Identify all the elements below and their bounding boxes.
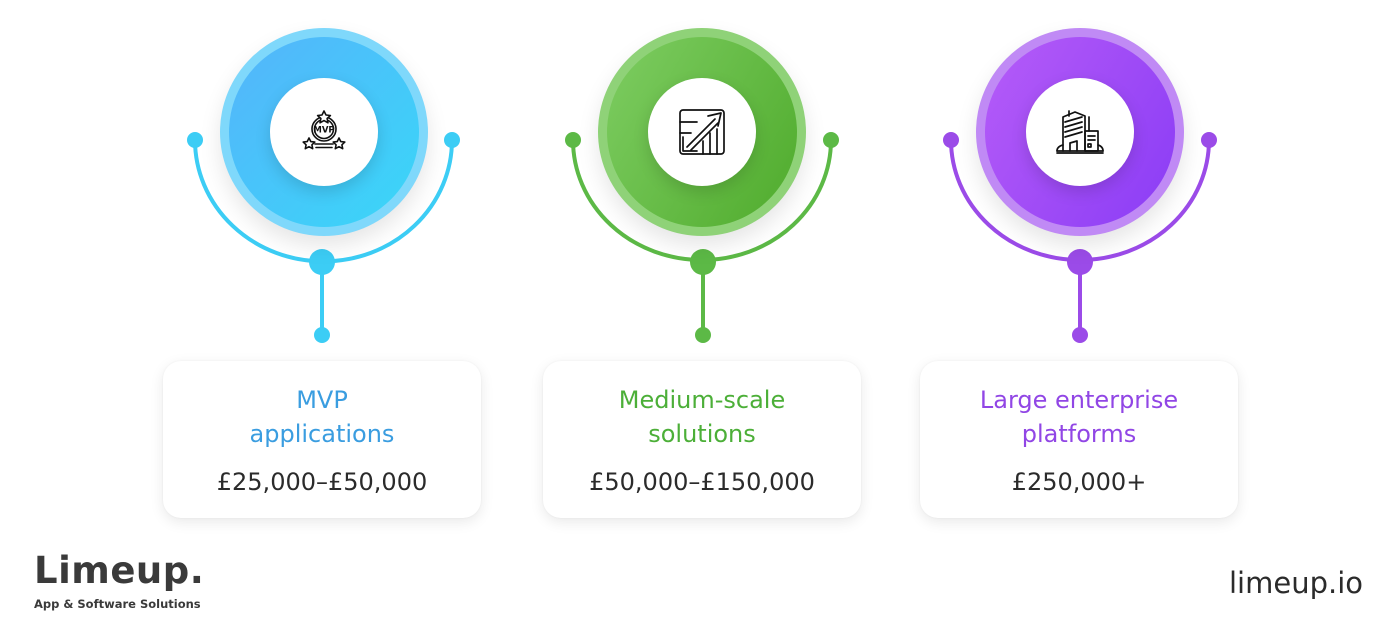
tier-title: Medium-scale solutions — [618, 386, 786, 448]
tier-card: MVP applications £25,000–£50,000 — [163, 361, 481, 518]
connector-lines — [943, 132, 1217, 343]
tier-circle — [598, 28, 806, 236]
tier-circle: MVP — [220, 28, 428, 236]
scale-up-chart-icon — [648, 78, 756, 186]
office-building-icon — [1026, 78, 1134, 186]
brand-tagline: App & Software Solutions — [34, 597, 201, 611]
tier-circle — [976, 28, 1184, 236]
connector-lines — [187, 132, 460, 343]
brand-name: Limeup. — [34, 549, 205, 592]
connector-lines — [565, 132, 839, 343]
tier-title: Large enterprise platforms — [979, 386, 1179, 448]
tier-price: £50,000–£150,000 — [589, 468, 815, 496]
tier-title: MVP applications — [249, 386, 395, 448]
tier-card: Medium-scale solutions £50,000–£150,000 — [543, 361, 861, 518]
website-link[interactable]: limeup.io — [1228, 566, 1363, 600]
tier-price: £250,000+ — [1011, 468, 1147, 496]
tier-card: Large enterprise platforms £250,000+ — [920, 361, 1238, 518]
tier-price: £25,000–£50,000 — [216, 468, 428, 496]
mvp-award-icon: MVP — [270, 78, 378, 186]
svg-text:MVP: MVP — [313, 126, 334, 136]
tier-enterprise: Large enterprise platforms £250,000+ — [890, 0, 1270, 518]
tier-medium: Medium-scale solutions £50,000–£150,000 — [513, 0, 893, 518]
tier-mvp: MVP MVP applications £25,000–£50,000 — [132, 0, 512, 518]
brand-logo: Limeup. App & Software Solutions — [34, 549, 205, 612]
